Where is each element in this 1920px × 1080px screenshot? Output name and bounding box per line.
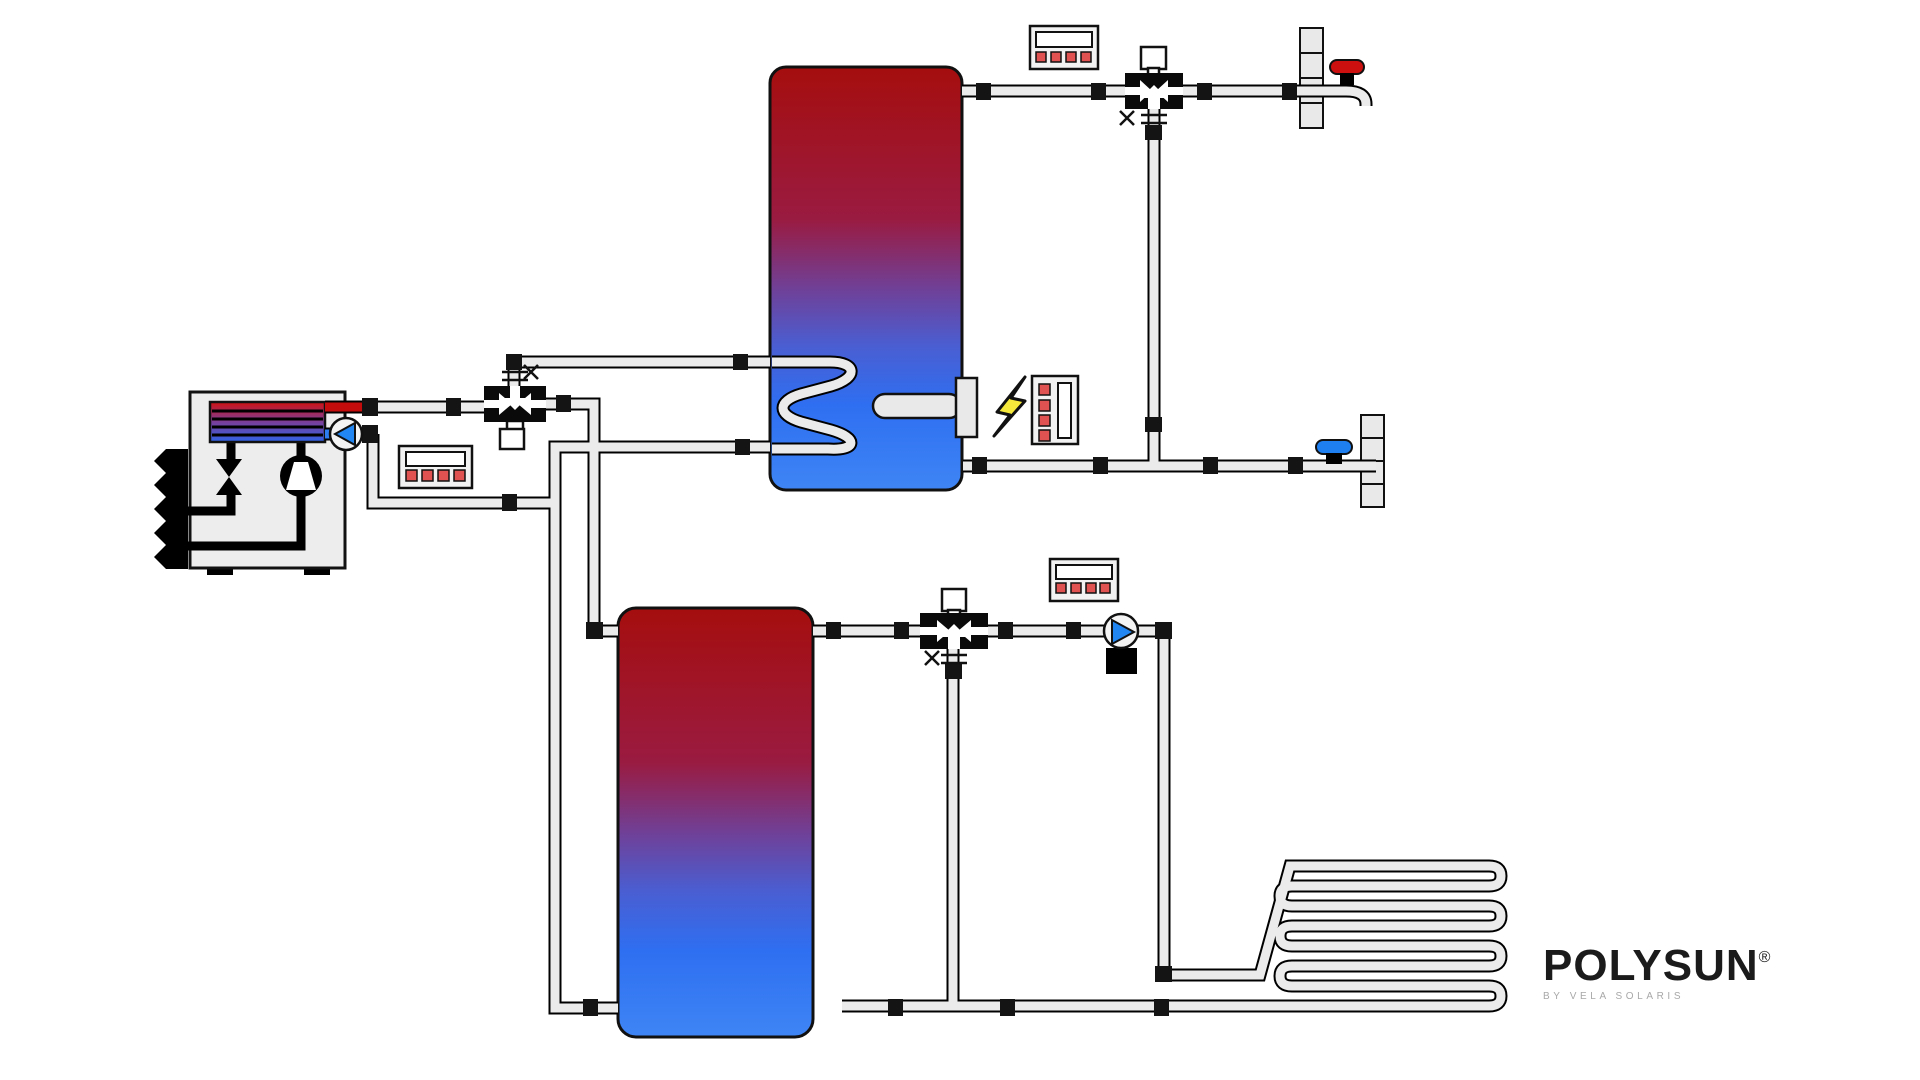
- logo-subtitle: BY VELA SOLARIS: [1543, 991, 1685, 1002]
- refrigerant-pipe: [188, 494, 236, 516]
- controller-button[interactable]: [1038, 429, 1051, 442]
- heating-element-controller[interactable]: [1030, 374, 1080, 446]
- valve-actuator: [940, 587, 968, 613]
- controller-button[interactable]: [1038, 383, 1051, 396]
- valve-port-mark: [502, 364, 539, 382]
- controller-display: [1055, 564, 1113, 580]
- pipe-valve-to-coil-top[interactable]: [509, 357, 770, 387]
- pump-base: [1106, 648, 1137, 674]
- heat-pump-diverting-valve[interactable]: [484, 364, 546, 451]
- tap-handle-red[interactable]: [1329, 59, 1365, 75]
- cold-water-inlet-valve[interactable]: [1315, 439, 1353, 464]
- controller-display: [405, 451, 466, 467]
- heat-pump[interactable]: [154, 390, 347, 575]
- controller-display: [1035, 31, 1093, 48]
- logo-title: POLYSUN®: [1543, 941, 1772, 990]
- valve-stem: [1326, 453, 1342, 464]
- electric-heating-element[interactable]: [871, 376, 979, 439]
- registered-mark: ®: [1758, 949, 1772, 966]
- heating-mixing-valve[interactable]: [920, 587, 988, 666]
- valve-port-mark: [924, 650, 967, 666]
- dhw-controller[interactable]: [1028, 24, 1100, 71]
- pipe-hp-return[interactable]: [368, 434, 555, 508]
- coil-heat-exchanger[interactable]: [772, 357, 856, 454]
- refrigerant-pipe: [188, 496, 306, 551]
- pipe-floor-heating-loop[interactable]: [842, 626, 1506, 1011]
- controller-button[interactable]: [1085, 582, 1097, 594]
- controller-button[interactable]: [437, 469, 450, 482]
- heat-pump-circulation-pump[interactable]: [328, 416, 364, 452]
- controller-button[interactable]: [1038, 399, 1051, 412]
- controller-button[interactable]: [1055, 582, 1067, 594]
- pump-direction-icon: [1111, 618, 1137, 646]
- controller-button[interactable]: [421, 469, 434, 482]
- pipe-to-tap[interactable]: [1183, 86, 1371, 106]
- valve-handle-blue[interactable]: [1315, 439, 1353, 455]
- dhw-mixing-valve[interactable]: [1119, 45, 1183, 126]
- heat-pump-foot: [207, 566, 233, 575]
- hot-water-wall-mount: [1299, 27, 1324, 129]
- evaporator-fins-icon: [154, 449, 188, 569]
- pump-direction-icon: [332, 421, 356, 447]
- valve-port-mark: [1119, 110, 1167, 126]
- controller-button[interactable]: [1035, 51, 1047, 63]
- controller-button[interactable]: [1038, 414, 1051, 427]
- heater-flange: [954, 376, 979, 439]
- expansion-valve-icon: [216, 459, 242, 495]
- controller-button[interactable]: [1065, 51, 1077, 63]
- controller-button[interactable]: [1099, 582, 1111, 594]
- lightning-icon: [992, 375, 1027, 438]
- controller-button[interactable]: [1050, 51, 1062, 63]
- controller-button[interactable]: [1080, 51, 1092, 63]
- controller-button[interactable]: [1070, 582, 1082, 594]
- valve-actuator: [498, 427, 526, 451]
- pipe-fittings: [362, 83, 1303, 1016]
- controller-button[interactable]: [405, 469, 418, 482]
- buffer-tank[interactable]: [616, 606, 815, 1039]
- heating-controller[interactable]: [1048, 557, 1120, 603]
- heat-pump-controller[interactable]: [397, 444, 474, 490]
- valve-actuator: [1139, 45, 1168, 71]
- heater-rod: [871, 392, 963, 420]
- hot-water-tap[interactable]: [1329, 59, 1365, 85]
- controller-button[interactable]: [453, 469, 466, 482]
- heat-pump-foot: [304, 566, 330, 575]
- polysun-logo: POLYSUN® BY VELA SOLARIS: [1543, 941, 1772, 1003]
- heating-pump[interactable]: [1102, 612, 1140, 674]
- compressor-icon: [280, 455, 322, 497]
- tap-stem: [1340, 73, 1354, 85]
- controller-display: [1057, 382, 1072, 439]
